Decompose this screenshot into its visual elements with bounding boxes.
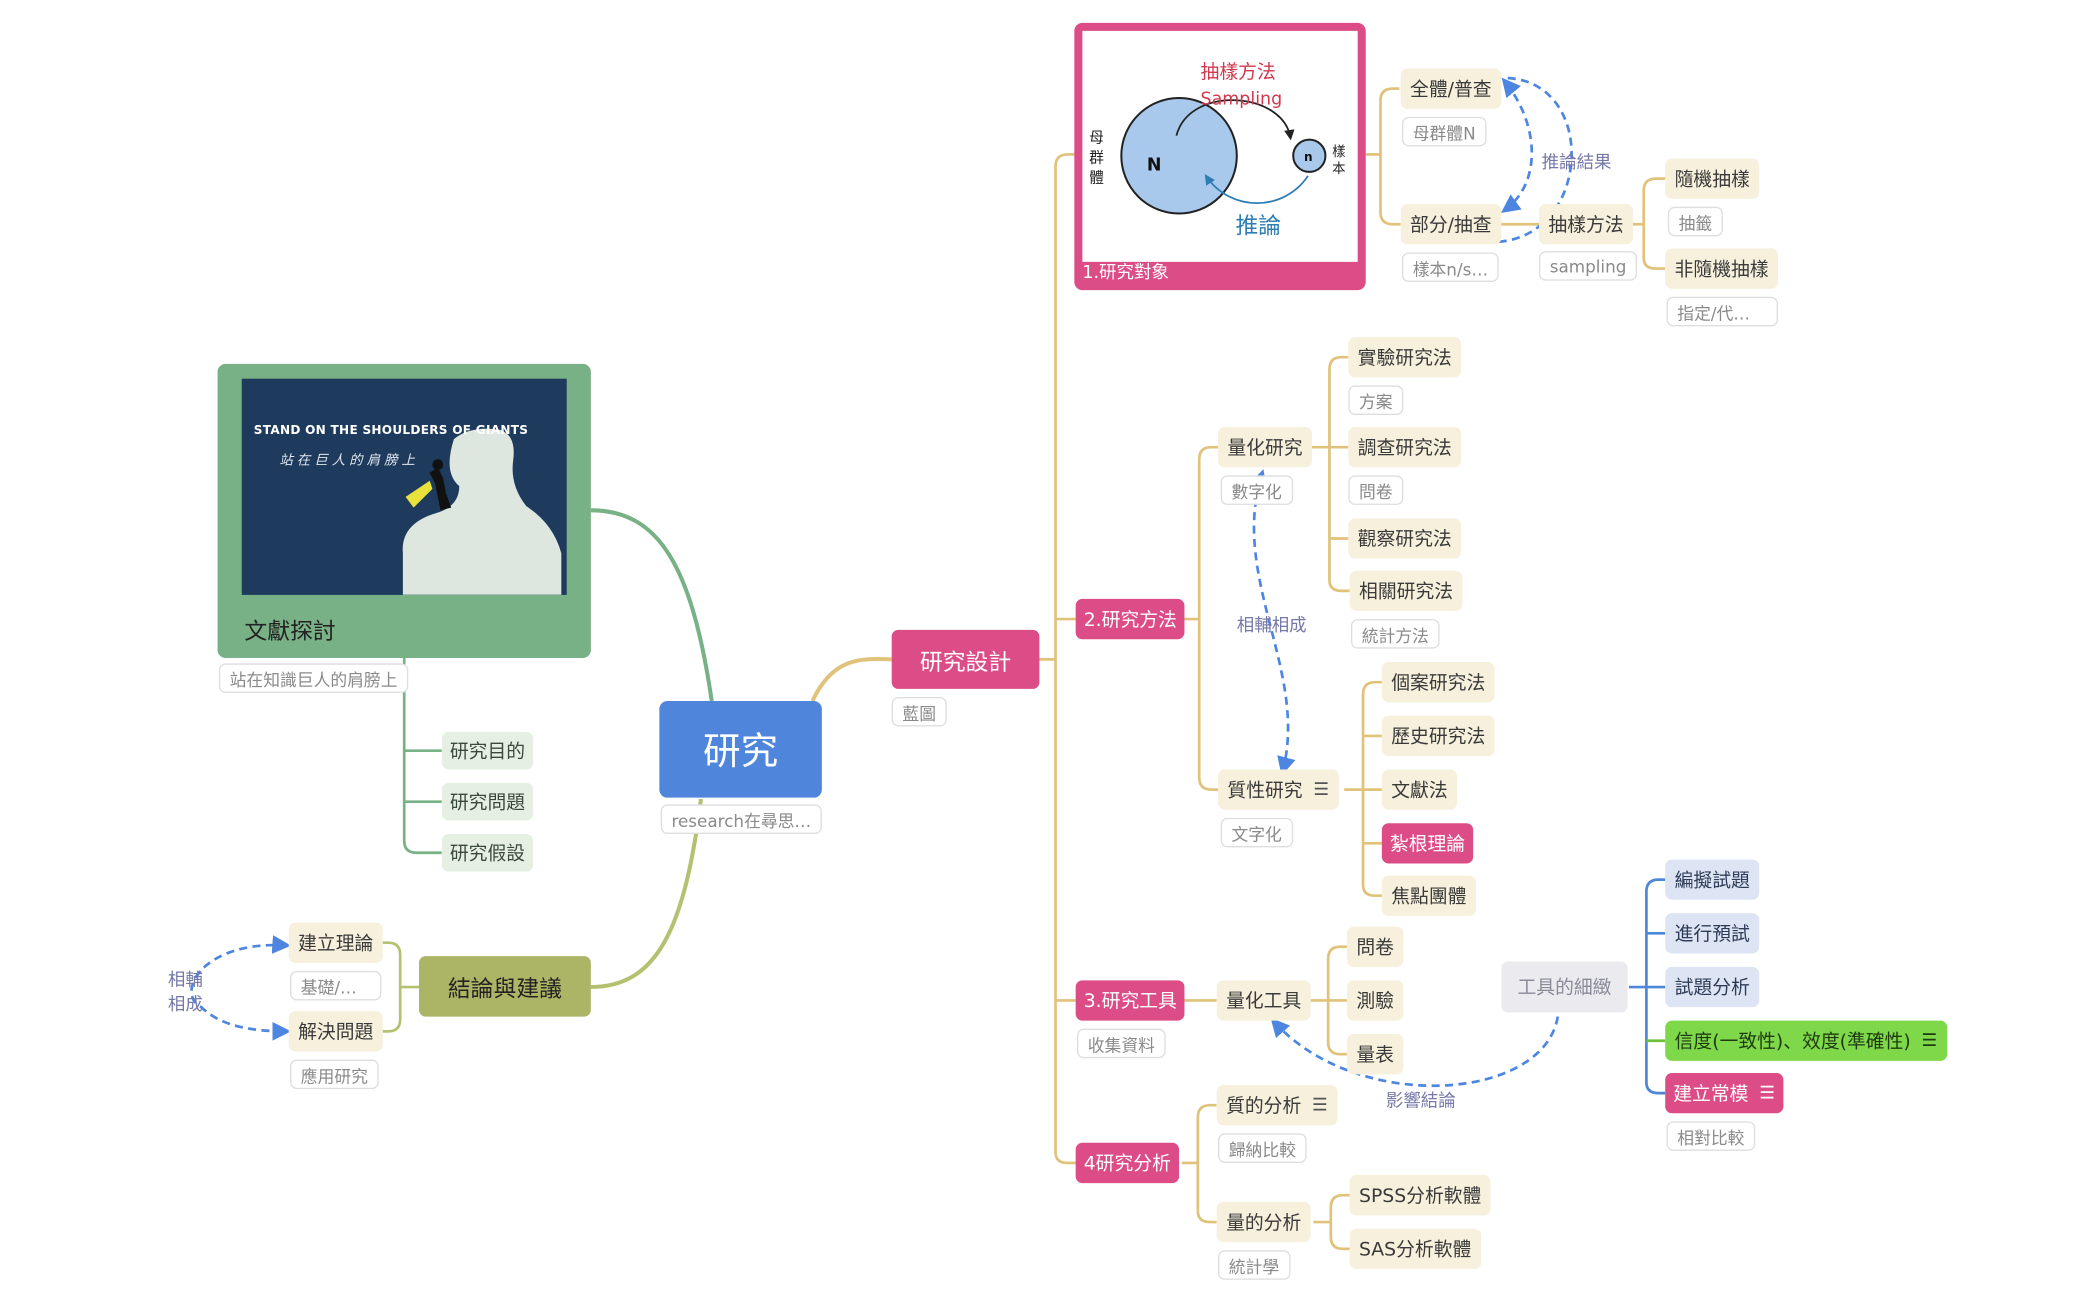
design-title: 研究設計 [919,649,1012,677]
nonrandom-sampling-node[interactable]: 非隨機抽樣 [1665,248,1778,289]
complement-label-1: 相輔 [167,970,203,992]
correlation-method-note: 統計方法 [1350,619,1440,649]
census-note: 母群體N [1401,116,1487,147]
spss-node[interactable]: SPSS分析軟體 [1349,1175,1491,1216]
inference-result-label: 推論結果 [1541,153,1612,174]
figure-N: N [1147,156,1162,176]
quant-analysis-note: 統計學 [1218,1250,1290,1280]
qual-analysis-node[interactable]: 質的分析 ☰ [1216,1085,1338,1126]
complement-label: 相輔相成 [1236,616,1307,637]
conclusion-title: 結論與建議 [447,976,563,1004]
root-title: 研究 [702,729,779,774]
image-text-cn: 站在巨人的肩膀上 [279,453,419,469]
root-note: research在尋思… [660,804,822,834]
complement-label-2: 相成 [167,995,203,1016]
survey-method-note: 問卷 [1348,475,1404,505]
draft-items-node[interactable]: 編擬試題 [1665,859,1760,900]
partial-node[interactable]: 部分/抽查 [1400,204,1501,245]
experimental-method-note: 方案 [1348,385,1404,415]
qual-research-node[interactable]: 質性研究 ☰ [1218,769,1339,810]
object-title: 1.研究對象 [1082,263,1169,284]
sampling-method-node[interactable]: 抽樣方法 [1538,204,1633,245]
build-theory-note: 基礎/… [290,970,382,1001]
qual-analysis-note: 歸納比較 [1218,1133,1307,1163]
figure-sample: 樣本 [1332,145,1346,178]
quant-tool-node[interactable]: 量化工具 [1216,980,1311,1021]
literature-note: 站在知識巨人的肩膀上 [218,663,409,693]
methods-node[interactable]: 2.研究方法 [1075,598,1185,640]
norm-note: 相對比較 [1666,1121,1756,1151]
observation-method-node[interactable]: 觀察研究法 [1348,518,1462,559]
grounded-theory-node[interactable]: 紮根理論 [1381,823,1474,864]
reliability-validity-node[interactable]: 信度(一致性)、效度(準確性) ☰ [1665,1020,1947,1061]
figure-sampling-en: Sampling [1201,90,1283,110]
qual-analysis-label: 質的分析 [1226,1095,1302,1118]
focus-group-node[interactable]: 焦點團體 [1381,875,1476,916]
pretest-node[interactable]: 進行預試 [1665,913,1760,954]
scale-node[interactable]: 量表 [1346,1034,1404,1075]
design-node[interactable]: 研究設計 [891,629,1040,689]
figure-inference: 推論 [1235,214,1281,240]
partial-note: 樣本n/s… [1401,252,1499,283]
test-node[interactable]: 測驗 [1346,980,1404,1021]
historical-method-node[interactable]: 歷史研究法 [1381,715,1495,757]
census-node[interactable]: 全體/普查 [1400,68,1501,109]
questionnaire-node[interactable]: 問卷 [1346,926,1404,967]
quant-analysis-node[interactable]: 量的分析 [1216,1201,1311,1243]
conclusion-node[interactable]: 結論與建議 [418,956,591,1017]
image-text-en: STAND ON THE SHOULDERS OF GIANTS [253,424,529,438]
survey-method-node[interactable]: 調查研究法 [1348,427,1462,468]
nonrandom-sampling-note: 指定/代… [1666,296,1778,327]
notes-icon[interactable]: ☰ [1759,1083,1775,1104]
quant-research-note: 數字化 [1220,475,1293,505]
tool-detail-node[interactable]: 工具的細緻 [1501,961,1628,1013]
figure-population: 母群體 [1089,128,1104,187]
random-sampling-node[interactable]: 隨機抽樣 [1665,158,1760,199]
solve-problem-note: 應用研究 [290,1059,379,1090]
notes-icon[interactable]: ☰ [1313,779,1330,800]
literature-title: 文獻探討 [244,619,336,646]
figure-sampling-cn: 抽樣方法 [1201,61,1276,83]
affect-conclusion-label: 影響結論 [1385,1091,1456,1112]
research-purpose-node[interactable]: 研究目的 [441,731,534,770]
sas-node[interactable]: SAS分析軟體 [1349,1228,1481,1270]
tools-note: 收集資料 [1077,1028,1166,1059]
correlation-method-node[interactable]: 相關研究法 [1349,570,1463,612]
norm-label: 建立常模 [1673,1083,1749,1106]
research-question-node[interactable]: 研究問題 [441,782,534,821]
figure-n: n [1304,150,1313,164]
case-study-node[interactable]: 個案研究法 [1381,662,1495,703]
qual-research-note: 文字化 [1220,817,1293,848]
notes-icon[interactable]: ☰ [1312,1095,1328,1116]
reliability-validity-label: 信度(一致性)、效度(準確性) [1674,1031,1911,1053]
experimental-method-node[interactable]: 實驗研究法 [1348,337,1462,378]
literature-method-node[interactable]: 文獻法 [1381,769,1458,810]
analysis-node[interactable]: 4研究分析 [1075,1142,1179,1184]
object-image-node[interactable]: N n 抽樣方法 Sampling 推論 母群體 樣本 1.研究對象 [1074,22,1366,291]
sampling-figure: N n 抽樣方法 Sampling 推論 母群體 樣本 [1082,30,1358,262]
qual-research-label: 質性研究 [1227,780,1303,802]
build-theory-node[interactable]: 建立理論 [288,922,383,963]
item-analysis-node[interactable]: 試題分析 [1665,966,1760,1008]
design-note: 藍圖 [891,696,947,727]
giants-image: STAND ON THE SHOULDERS OF GIANTS 站在巨人的肩膀… [241,378,567,595]
norm-node[interactable]: 建立常模 ☰ [1665,1072,1783,1114]
root-node[interactable]: 研究 [659,700,822,798]
research-hypothesis-node[interactable]: 研究假設 [441,833,534,872]
solve-problem-node[interactable]: 解決問題 [288,1011,383,1052]
random-sampling-note: 抽籤 [1667,206,1723,237]
quant-research-node[interactable]: 量化研究 [1218,427,1313,468]
tools-node[interactable]: 3.研究工具 [1075,980,1185,1021]
notes-icon[interactable]: ☰ [1921,1030,1938,1051]
literature-node[interactable]: STAND ON THE SHOULDERS OF GIANTS 站在巨人的肩膀… [217,363,591,659]
sampling-method-note: sampling [1538,251,1638,281]
